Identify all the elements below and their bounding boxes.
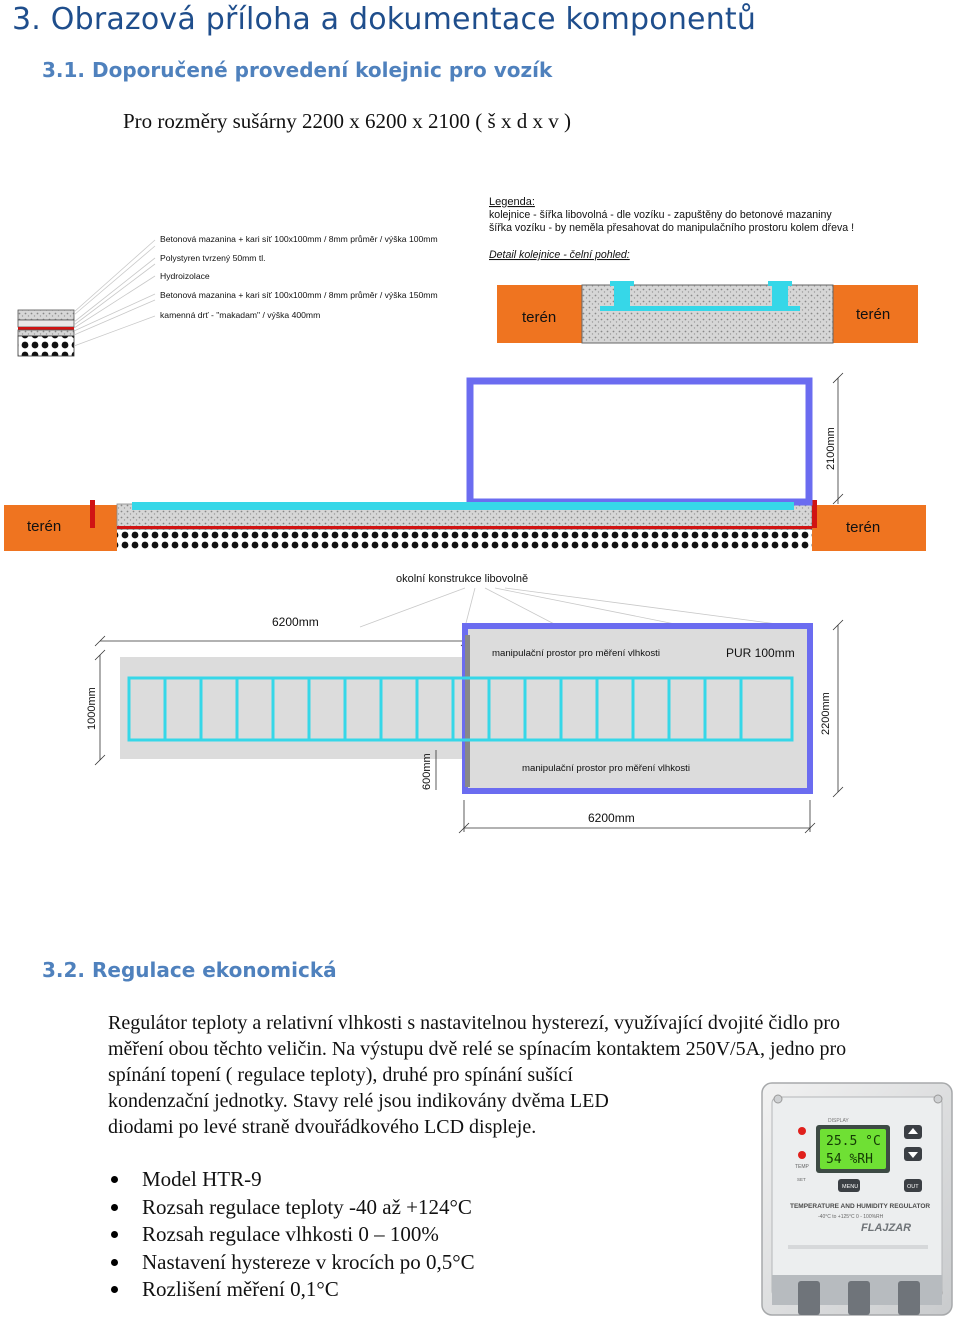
regulator-description: Regulátor teploty a relativní vlhkosti s… [108, 1010, 938, 1140]
description-line-5: diodami po levé straně dvouřádkového LCD… [108, 1116, 537, 1138]
terrain-label-detail-left: terén [522, 309, 556, 326]
rail-detail [497, 281, 918, 344]
arrow-down-icon [908, 1152, 918, 1158]
bullet-icon [111, 1258, 118, 1266]
terrain-label-detail-right: terén [856, 306, 890, 323]
spec-item: Model HTR-9 [108, 1166, 475, 1194]
side-view [4, 372, 926, 551]
bullet-icon [111, 1231, 118, 1238]
device-label-temp: TEMP [795, 1164, 810, 1170]
arrow-up-icon [908, 1128, 918, 1134]
dim-height-label: 2100mm [825, 427, 837, 470]
page-heading: 3. Obrazová příloha a dokumentace kompon… [12, 2, 757, 37]
layer-leader-lines [73, 239, 156, 347]
manip-label-bottom: manipulační prostor pro měření vlhkosti [522, 763, 690, 774]
device-label-top: DISPLAY [828, 1118, 849, 1124]
bullet-icon [111, 1203, 118, 1211]
device-panel-range: -40°C to +125°C 0 - 100%RH [818, 1214, 884, 1220]
device-label-set: SET [797, 1177, 806, 1182]
terrain-label-right: terén [846, 519, 880, 536]
bullet-icon [111, 1176, 118, 1183]
terrain-label-left: terén [27, 518, 61, 535]
legend-title: Legenda: [489, 196, 535, 208]
manip-label-top: manipulační prostor pro měření vlhkosti [492, 648, 660, 659]
dim-1000-label: 1000mm [86, 687, 98, 730]
spec-item: Rozsah regulace vlhkosti 0 – 100% [108, 1221, 475, 1249]
layer-label-3: Hydroizolace [160, 271, 210, 281]
spec-list: Model HTR-9 Rozsah regulace teploty -40 … [108, 1166, 475, 1304]
spec-item: Rozsah regulace teploty -40 až +124°C [108, 1194, 475, 1222]
layer-sample [17, 309, 75, 357]
device-label-out: OUT [907, 1184, 919, 1190]
pur-label: PUR 100mm [726, 646, 795, 660]
plan-view [94, 619, 844, 834]
spec-item: Nastavení hystereze v krocích po 0,5°C [108, 1249, 475, 1277]
dim-600-label: 600mm [421, 753, 433, 790]
layer-label-2: Polystyren tvrzený 50mm tl. [160, 253, 266, 263]
spec-item: Rozlišení měření 0,1°C [108, 1276, 475, 1304]
description-line-1: Regulátor teploty a relativní vlhkosti s… [108, 1012, 841, 1034]
layer-label-4: Betonová mazanina + kari síť 100x100mm /… [160, 290, 438, 300]
display-line-2: 54 %RH [826, 1152, 873, 1167]
surround-leader-lines [359, 587, 801, 628]
section-1-subtitle: Pro rozměry sušárny 2200 x 6200 x 2100 (… [123, 109, 571, 133]
section-1-title: 3.1. Doporučené provedení kolejnic pro v… [42, 58, 553, 82]
description-line-3: spínání topení ( regulace teploty), druh… [108, 1064, 573, 1086]
legend-line-2: šířka vozíku - by neměla přesahovat do m… [489, 222, 854, 234]
rail-diagram: Betonová mazanina + kari síť 100x100mm /… [4, 196, 926, 834]
dim-length-bottom: 6200mm [588, 811, 635, 825]
detail-title: Detail kolejnice - čelní pohled: [489, 249, 630, 261]
device-label-menu: MENU [842, 1184, 858, 1190]
dim-2200-label: 2200mm [820, 692, 832, 735]
description-line-4: kondenzační jednotky. Stavy relé jsou in… [108, 1090, 609, 1112]
regulator-device-image: DISPLAY TEMP SET 25.5 °C 54 %RH MENU OUT… [756, 1075, 958, 1320]
bullet-icon [111, 1286, 118, 1293]
device-panel-title: TEMPERATURE AND HUMIDITY REGULATOR [790, 1203, 930, 1210]
device-brand: FLAJZAR [861, 1222, 911, 1234]
surround-note: okolní konstrukce libovolně [396, 573, 528, 585]
display-line-1: 25.5 °C [826, 1134, 881, 1149]
section-2-title: 3.2. Regulace ekonomická [42, 958, 337, 982]
layer-label-5: kamenná drť - "makadam" / výška 400mm [160, 310, 320, 320]
layer-label-1: Betonová mazanina + kari síť 100x100mm /… [160, 234, 438, 244]
legend-line-1: kolejnice - šířka libovolná - dle vozíku… [489, 209, 832, 221]
description-line-2: měření obou těchto veličin. Na výstupu d… [108, 1038, 847, 1060]
dim-length-top: 6200mm [272, 615, 319, 629]
